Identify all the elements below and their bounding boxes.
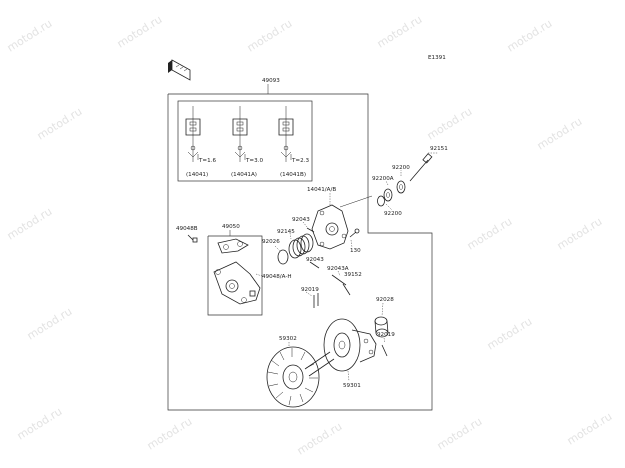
fixed-sheave-59302 xyxy=(266,342,335,408)
assembly-frame xyxy=(167,93,433,411)
ring-92026 xyxy=(274,245,289,265)
part-92043-mid-label: 92043 xyxy=(306,257,324,263)
weight-b xyxy=(278,106,294,162)
washer-92200-top xyxy=(396,170,406,194)
svg-text:motod.ru: motod.ru xyxy=(465,215,515,253)
svg-text:motod.ru: motod.ru xyxy=(245,17,295,55)
svg-text:motod.ru: motod.ru xyxy=(15,405,65,443)
weight-variants-box xyxy=(177,100,313,182)
part-39152-label: 39152 xyxy=(344,272,362,278)
pin-92043-top xyxy=(302,221,315,233)
part-130-label: 130 xyxy=(350,248,361,254)
pin-92043a xyxy=(331,270,351,296)
part-59302-label: 59302 xyxy=(279,336,297,342)
bolt-92151 xyxy=(409,152,438,182)
svg-text:motod.ru: motod.ru xyxy=(5,205,55,243)
part-92019-right-label: 92019 xyxy=(377,332,395,338)
part-92043a-label: 92043A xyxy=(327,266,349,272)
weight-std-label: (14041) xyxy=(186,172,208,178)
weight-a-label: (14041A) xyxy=(231,172,257,178)
part-49048ah-label: 49048/A-H xyxy=(262,274,292,280)
part-92043-top-label: 92043 xyxy=(292,217,310,223)
washer-92200a-label: 92200A xyxy=(372,176,394,182)
svg-text:motod.ru: motod.ru xyxy=(35,105,85,143)
svg-text:motod.ru: motod.ru xyxy=(435,415,485,453)
washer-92200a xyxy=(383,180,393,202)
front-arrow-icon xyxy=(168,59,191,81)
svg-text:motod.ru: motod.ru xyxy=(5,17,55,55)
svg-text:motod.ru: motod.ru xyxy=(485,315,535,353)
pin-92019-left xyxy=(305,291,319,308)
pin-92043-mid xyxy=(309,261,320,269)
bolt-92151-label: 92151 xyxy=(430,146,448,152)
svg-text:motod.ru: motod.ru xyxy=(565,410,615,448)
part-49050-label: 49050 xyxy=(222,224,240,230)
svg-text:motod.ru: motod.ru xyxy=(555,215,605,253)
weight-std xyxy=(185,106,201,162)
bolt-130 xyxy=(349,228,360,248)
spring-92145 xyxy=(288,232,314,259)
part-92019-left-label: 92019 xyxy=(301,287,319,293)
movable-sheave-59301 xyxy=(323,318,377,382)
svg-text:motod.ru: motod.ru xyxy=(535,115,585,153)
roller-set-box xyxy=(207,235,263,316)
svg-text:motod.ru: motod.ru xyxy=(425,105,475,143)
part-92145-label: 92145 xyxy=(277,229,295,235)
svg-text:motod.ru: motod.ru xyxy=(505,17,555,55)
part-92026-label: 92026 xyxy=(262,239,280,245)
assembly-label: 49093 xyxy=(262,78,280,84)
part-49048b-label: 49048B xyxy=(176,226,198,232)
svg-text:motod.ru: motod.ru xyxy=(145,415,195,453)
weights-group-label: 14041/A/B xyxy=(307,187,336,193)
svg-text:motod.ru: motod.ru xyxy=(295,420,345,458)
svg-text:motod.ru: motod.ru xyxy=(115,13,165,51)
washer-92200-top-label: 92200 xyxy=(392,165,410,171)
part-59301-label: 59301 xyxy=(343,383,361,389)
weight-b-thickness: T=2.3 xyxy=(291,158,309,164)
spider-cover xyxy=(311,195,373,250)
washer-92200-bottom-label: 92200 xyxy=(384,211,402,217)
pin-92019-right xyxy=(381,337,388,357)
weight-b-label: (14041B) xyxy=(280,172,306,178)
svg-text:motod.ru: motod.ru xyxy=(375,13,425,51)
weight-a xyxy=(232,106,248,162)
reference-code: E1391 xyxy=(428,55,446,61)
bushing-92028 xyxy=(374,302,389,338)
washer-92200-bottom xyxy=(377,195,393,211)
movable-sheave-arm xyxy=(213,238,261,305)
weight-a-thickness: T=3.0 xyxy=(245,158,263,164)
part-92028-label: 92028 xyxy=(376,297,394,303)
weight-std-thickness: T=1.6 xyxy=(198,158,216,164)
bolt-49048b xyxy=(187,234,198,243)
svg-text:motod.ru: motod.ru xyxy=(25,305,75,343)
